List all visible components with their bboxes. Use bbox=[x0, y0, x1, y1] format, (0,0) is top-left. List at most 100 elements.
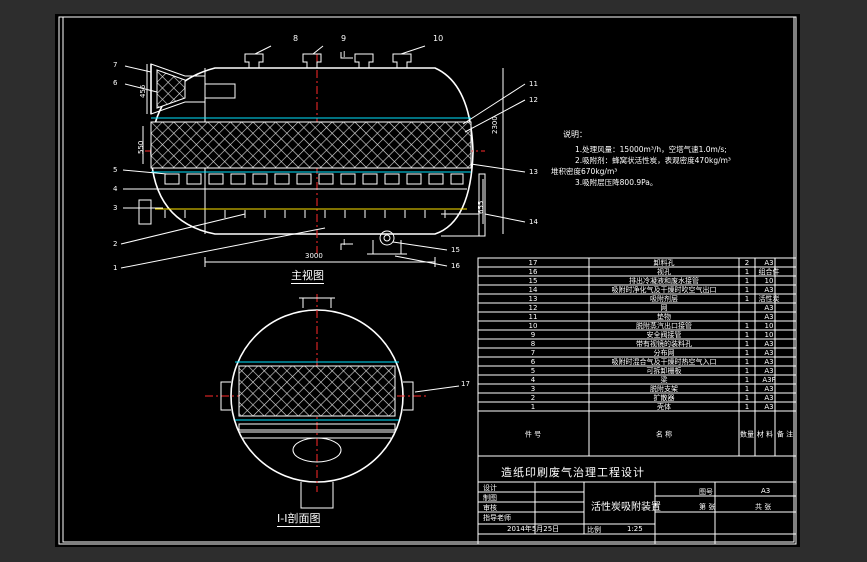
bom-item-name: 脱附蒸汽出口接管 bbox=[636, 321, 692, 330]
bom-item-material: A3 bbox=[764, 385, 773, 393]
bom-item-no: 5 bbox=[531, 367, 535, 375]
bom-item-no: 7 bbox=[531, 349, 535, 357]
drawing-name: 活性炭吸附装置 bbox=[591, 502, 661, 513]
callout-14: 14 bbox=[529, 218, 538, 226]
callout-10: 10 bbox=[433, 34, 444, 43]
bom-item-material: 活性炭 bbox=[759, 294, 780, 303]
bom-item-qty: 2 bbox=[745, 259, 749, 267]
callout-15: 15 bbox=[451, 246, 460, 254]
inner-border bbox=[62, 16, 795, 543]
bom-item-no: 17 bbox=[529, 259, 538, 267]
bom-item-no: 10 bbox=[529, 322, 538, 330]
role-design: 设计 bbox=[483, 484, 497, 492]
role-draft: 制图 bbox=[483, 494, 497, 502]
bom-item-material: 10 bbox=[765, 277, 774, 285]
section-mark-bottom: I bbox=[343, 238, 346, 247]
callout-17: 17 bbox=[461, 380, 470, 388]
bom-item-material: A3 bbox=[764, 349, 773, 357]
bom-item-no: 13 bbox=[529, 295, 538, 303]
bom-item-no: 6 bbox=[531, 358, 536, 366]
bom-item-no: 4 bbox=[531, 376, 536, 384]
note-line: 1.处理风量：15000m³/h，空塔气速1.0m/s; bbox=[575, 144, 727, 154]
bom-item-name: 排出冷凝液和废水接管 bbox=[629, 276, 699, 285]
bom-item-material: 10 bbox=[765, 322, 774, 330]
callout-13: 13 bbox=[529, 168, 538, 176]
section-mark-top: I bbox=[343, 50, 346, 59]
bom-item-qty: 1 bbox=[745, 277, 749, 285]
note-line: 2.吸附剂：蜂窝状活性炭，表观密度470kg/m³ bbox=[575, 155, 731, 165]
bom-item-name: 壳体 bbox=[657, 402, 671, 411]
bom-item-name: 垫物 bbox=[657, 312, 671, 321]
main-view-title: 主视图 bbox=[291, 269, 324, 284]
bom-grid bbox=[478, 258, 796, 456]
bom-item-name: 吸附剂层 bbox=[650, 294, 678, 303]
bom-item-material: 组合件 bbox=[759, 267, 780, 276]
callout-2: 2 bbox=[113, 240, 118, 248]
bom-item-qty: 1 bbox=[745, 394, 749, 402]
bom-item-name: 吸附时净化气及干燥时吹空气出口 bbox=[612, 285, 717, 294]
bom-item-qty: 1 bbox=[745, 376, 749, 384]
note-line: 3.吸附层压降800.9Pa。 bbox=[575, 177, 657, 187]
callout-1: 1 bbox=[113, 264, 118, 272]
sheet-label: 第 张 bbox=[699, 503, 716, 511]
bom-item-qty: 1 bbox=[745, 331, 749, 339]
bom-item-material: A3 bbox=[764, 340, 773, 348]
bom-item-qty: 1 bbox=[745, 385, 749, 393]
notes-block: 说明： 1.处理风量：15000m³/h，空塔气速1.0m/s; 2.吸附剂：蜂… bbox=[551, 129, 731, 187]
bom-item-no: 3 bbox=[531, 385, 535, 393]
bom-item-name: 脱附支架 bbox=[650, 384, 678, 393]
bom-item-material: A3 bbox=[764, 313, 773, 321]
callout-8: 8 bbox=[293, 34, 299, 43]
main-view bbox=[120, 45, 526, 269]
bom-item-name: 吸附时混合气及干燥时热空气入口 bbox=[612, 357, 717, 366]
bom-item-material: A3 bbox=[764, 304, 773, 312]
callout-4: 4 bbox=[113, 185, 118, 193]
section-bed bbox=[238, 365, 396, 417]
bom-item-no: 16 bbox=[529, 268, 538, 276]
bom-item-material: A3 bbox=[764, 394, 773, 402]
bom-item-material: A3 bbox=[764, 286, 773, 294]
bom-item-no: 11 bbox=[529, 313, 538, 321]
bom-item-no: 12 bbox=[529, 304, 538, 312]
vessel-shell bbox=[150, 67, 474, 235]
bom-item-no: 15 bbox=[529, 277, 538, 285]
drawing-date: 2014年5月25日 bbox=[507, 525, 560, 533]
top-nozzles bbox=[244, 53, 412, 69]
bom-header-no: 件 号 bbox=[525, 430, 541, 439]
bom-item-qty: 1 bbox=[745, 349, 749, 357]
bom-item-name: 带有视镜的装料孔 bbox=[636, 339, 692, 348]
bom-item-name: 梁 bbox=[661, 375, 668, 384]
bom-item-name: 网 bbox=[661, 304, 668, 312]
bom-item-name: 安全阀接管 bbox=[647, 330, 682, 339]
dimension-655: 655 bbox=[477, 200, 485, 214]
dimension-550: 550 bbox=[137, 140, 145, 154]
bom-item-qty: 1 bbox=[745, 403, 749, 411]
bom-item-qty: 1 bbox=[745, 268, 749, 276]
bom-item-material: A3 bbox=[764, 367, 773, 375]
drawing-number-label: 图号 bbox=[699, 488, 713, 496]
bom-item-qty: 1 bbox=[745, 295, 749, 303]
project-title: 造纸印刷废气治理工程设计 bbox=[501, 466, 645, 479]
title-block bbox=[477, 455, 797, 545]
callout-leaders bbox=[120, 45, 526, 269]
bom-item-no: 2 bbox=[531, 394, 535, 402]
bom-header-name: 名 称 bbox=[656, 430, 672, 439]
callout-11: 11 bbox=[529, 80, 538, 88]
bom-item-name: 可拆卸栅板 bbox=[647, 366, 682, 375]
note-line: 堆积密度670kg/m³ bbox=[551, 166, 617, 176]
bom-item-name: 扩散器 bbox=[654, 393, 675, 402]
bom-item-material: A3 bbox=[764, 259, 773, 267]
scale-label: 比例 bbox=[587, 526, 601, 534]
bom-item-material: A3F bbox=[762, 376, 775, 384]
grate-bars bbox=[155, 173, 467, 218]
bom-item-no: 9 bbox=[531, 331, 535, 339]
bom-item-qty: 1 bbox=[745, 358, 749, 366]
callout-16: 16 bbox=[451, 262, 460, 270]
bom-item-material: A3 bbox=[764, 358, 773, 366]
bom-item-qty: 1 bbox=[745, 340, 749, 348]
section-view bbox=[205, 294, 460, 509]
drawing-number: A3 bbox=[761, 487, 771, 495]
bom-item-no: 14 bbox=[529, 286, 538, 294]
total-label: 共 张 bbox=[755, 503, 772, 511]
dimension-height: 2300 bbox=[491, 116, 499, 134]
